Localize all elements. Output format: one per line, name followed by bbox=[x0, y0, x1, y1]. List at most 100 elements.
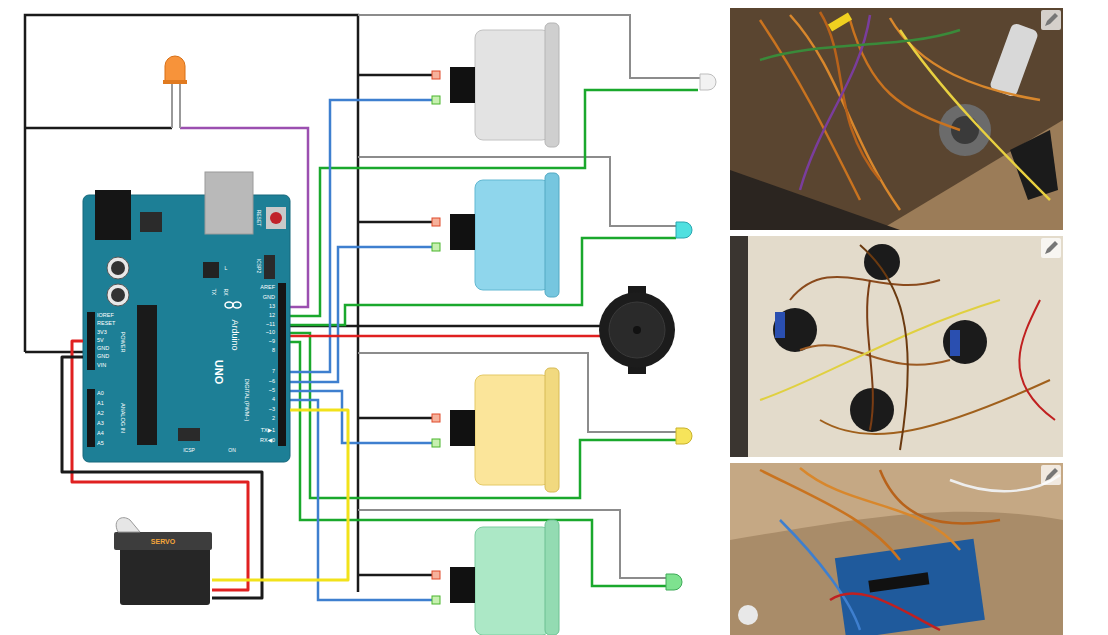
pin-label: 3V3 bbox=[97, 330, 107, 336]
arduino-board bbox=[225, 302, 233, 308]
ground-wire bbox=[358, 417, 434, 420]
ground-wire bbox=[25, 351, 88, 354]
photo bbox=[730, 170, 900, 230]
edit-icon bbox=[1041, 238, 1061, 258]
pin-label: 2 bbox=[272, 416, 275, 422]
photo bbox=[864, 244, 900, 280]
pin-label: A5 bbox=[97, 441, 104, 447]
arduino-board bbox=[137, 305, 157, 445]
pin-label: 13 bbox=[269, 304, 275, 310]
wire bbox=[72, 341, 248, 590]
photo bbox=[800, 468, 960, 550]
led-symbol bbox=[171, 80, 173, 128]
pin-label: 12 bbox=[269, 313, 275, 319]
pin-label: ICSP2 bbox=[256, 259, 261, 273]
wire bbox=[62, 357, 262, 598]
photo bbox=[730, 463, 1063, 540]
button-connector bbox=[432, 439, 440, 447]
led-symbol bbox=[163, 80, 187, 84]
photo bbox=[760, 300, 1000, 400]
button-connector bbox=[450, 567, 475, 603]
photo bbox=[773, 308, 817, 352]
led-symbol bbox=[163, 56, 187, 128]
pin-label: ~11 bbox=[266, 322, 275, 328]
button-connector bbox=[432, 71, 440, 79]
led-symbol bbox=[700, 74, 716, 90]
arcade-button bbox=[475, 30, 550, 140]
arduino-board bbox=[205, 172, 253, 234]
button-connector bbox=[432, 596, 440, 604]
pin-label: AREF bbox=[260, 285, 275, 291]
arduino-board bbox=[107, 257, 129, 279]
pin-label: A3 bbox=[97, 421, 104, 427]
edit-icon bbox=[1045, 13, 1058, 26]
pin-label: TX▶1 bbox=[261, 428, 275, 434]
arduino-board bbox=[266, 207, 286, 229]
photo bbox=[790, 277, 940, 300]
pin-label: A2 bbox=[97, 411, 104, 417]
pin-label: ~10 bbox=[266, 330, 275, 336]
arcade-button bbox=[545, 173, 559, 297]
edit-icon bbox=[1041, 10, 1061, 30]
button-connector bbox=[450, 410, 475, 446]
led-symbol bbox=[165, 56, 185, 82]
pin-label: ANALOG IN bbox=[119, 403, 125, 433]
photo bbox=[943, 320, 987, 364]
pin-label: GND bbox=[97, 354, 109, 360]
ground-wire bbox=[25, 127, 172, 130]
ground-wire bbox=[25, 15, 606, 592]
arduino-board bbox=[140, 212, 162, 232]
pin-label: DIGITAL (PWM~) bbox=[243, 379, 249, 422]
servo-symbol bbox=[120, 545, 210, 605]
buzzer-symbol bbox=[599, 286, 675, 374]
photo bbox=[880, 470, 1000, 523]
pin-label: A0 bbox=[97, 391, 104, 397]
arduino-board bbox=[178, 428, 200, 441]
arcade-button bbox=[545, 368, 559, 492]
pin-label: L bbox=[225, 266, 228, 271]
photo bbox=[730, 8, 1063, 635]
arduino-board bbox=[233, 302, 241, 308]
button-connector bbox=[432, 218, 440, 226]
servo-symbol bbox=[116, 518, 140, 532]
led-symbol bbox=[179, 80, 181, 128]
buzzer-symbol bbox=[599, 292, 675, 368]
photo bbox=[760, 245, 1055, 450]
arduino-board bbox=[83, 172, 290, 462]
pin-label: ICSP bbox=[183, 448, 195, 453]
arcade-button bbox=[475, 180, 550, 290]
photo bbox=[800, 15, 870, 190]
arduino-board bbox=[270, 212, 282, 224]
photo bbox=[860, 245, 908, 450]
arduino-board: RESETICSP2LTXRXAREFGND1312~11~10~987~6~5… bbox=[83, 195, 290, 462]
button-connector bbox=[432, 414, 440, 422]
photo bbox=[820, 12, 880, 180]
pin-label: VIN bbox=[97, 363, 106, 369]
pin-label: 8 bbox=[272, 348, 275, 354]
photo bbox=[760, 468, 1060, 630]
photo bbox=[950, 330, 960, 356]
photo bbox=[900, 30, 1050, 200]
edit-icon bbox=[1041, 10, 1061, 485]
led-symbol bbox=[676, 428, 692, 444]
photo bbox=[868, 572, 929, 592]
pin-label: ~5 bbox=[269, 388, 275, 394]
arduino-board bbox=[87, 312, 95, 370]
arduino-board bbox=[87, 389, 95, 447]
photo bbox=[730, 8, 1063, 230]
pin-label: IOREF bbox=[97, 313, 114, 319]
photo bbox=[890, 18, 1040, 100]
pin-label: A4 bbox=[97, 431, 104, 437]
buzzer-symbol bbox=[633, 326, 641, 334]
button-connector bbox=[450, 214, 475, 250]
edit-icon bbox=[1045, 241, 1058, 254]
arcade-button bbox=[545, 23, 559, 147]
ground-wire bbox=[25, 15, 358, 592]
pin-label: 5V bbox=[97, 338, 104, 344]
photo bbox=[830, 16, 850, 28]
button-connector bbox=[432, 243, 440, 251]
button-connector bbox=[432, 96, 440, 104]
ground-wire bbox=[358, 221, 434, 224]
edit-icon bbox=[1045, 468, 1058, 481]
button-connector bbox=[432, 571, 440, 579]
